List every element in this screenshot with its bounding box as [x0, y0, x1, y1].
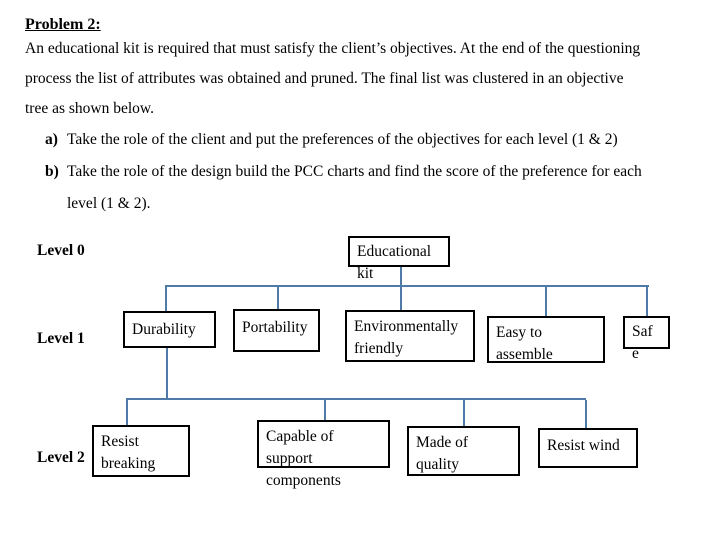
node-text-line: quality — [416, 456, 460, 473]
node-text-line: Saf — [632, 323, 653, 340]
node-text-line: Environmentally — [354, 318, 459, 335]
node-safe: Saf e — [623, 316, 670, 362]
node-text-line: Educational — [357, 243, 432, 260]
task-b-text-line-2: level (1 & 2). — [67, 195, 151, 212]
task-b-marker: b) — [45, 163, 59, 180]
node-text-line: assemble — [496, 346, 553, 363]
node-portability: Portability — [233, 309, 320, 352]
connector-stub-durability — [165, 287, 167, 311]
connector-stub-safe — [646, 285, 648, 316]
level-2-label: Level 2 — [37, 449, 85, 466]
connector-stub-capable-of-support — [324, 400, 326, 420]
connector-stub-resist-breaking — [126, 400, 128, 425]
connector-stub-portability — [277, 287, 279, 309]
connector-level1-horizontal — [165, 285, 649, 287]
task-b-text-line-1: Take the role of the design build the PC… — [67, 163, 642, 180]
connector-stub-easy-to-assemble — [545, 287, 547, 316]
node-text-line: components — [266, 472, 341, 489]
node-text-line: friendly — [354, 340, 404, 357]
node-easy-to-assemble: Easy to assemble — [487, 316, 605, 363]
node-text-line: Capable of — [266, 428, 334, 445]
paragraph-line-3: tree as shown below. — [25, 100, 154, 117]
problem-heading: Problem 2: — [25, 16, 101, 33]
node-text-line: kit — [357, 265, 374, 282]
node-educational-kit: Educational kit — [348, 236, 450, 282]
node-text-line: Resist — [101, 433, 139, 450]
node-environmentally-friendly: Environmentally friendly — [345, 310, 475, 362]
task-a-text: Take the role of the client and put the … — [67, 131, 618, 148]
connector-durability-vertical — [166, 348, 168, 399]
connector-stub-resist-wind — [585, 400, 587, 428]
node-text-line: breaking — [101, 455, 156, 472]
node-made-of-quality: Made of quality — [407, 426, 520, 476]
paragraph-line-1: An educational kit is required that must… — [25, 40, 641, 57]
node-durability: Durability — [123, 311, 216, 348]
node-text-line: support — [266, 450, 313, 467]
node-text-line: Durability — [132, 321, 196, 338]
node-text-line: Portability — [242, 319, 308, 336]
node-resist-wind: Resist wind — [538, 428, 638, 468]
node-text-line: Easy to — [496, 324, 543, 341]
node-resist-breaking: Resist breaking — [92, 425, 190, 477]
connector-root-vertical — [400, 266, 402, 310]
node-capable-of-support-components: Capable of support components — [257, 420, 390, 489]
node-text-line: Made of — [416, 434, 469, 451]
level-0-label: Level 0 — [37, 242, 85, 259]
node-text-line: e — [632, 345, 639, 362]
connector-stub-made-of-quality — [463, 400, 465, 426]
paragraph-line-2: process the list of attributes was obtai… — [25, 70, 624, 87]
connector-level2-horizontal — [126, 398, 586, 400]
node-text-line: Resist wind — [547, 437, 620, 454]
task-a-marker: a) — [45, 131, 58, 148]
level-1-label: Level 1 — [37, 330, 85, 347]
